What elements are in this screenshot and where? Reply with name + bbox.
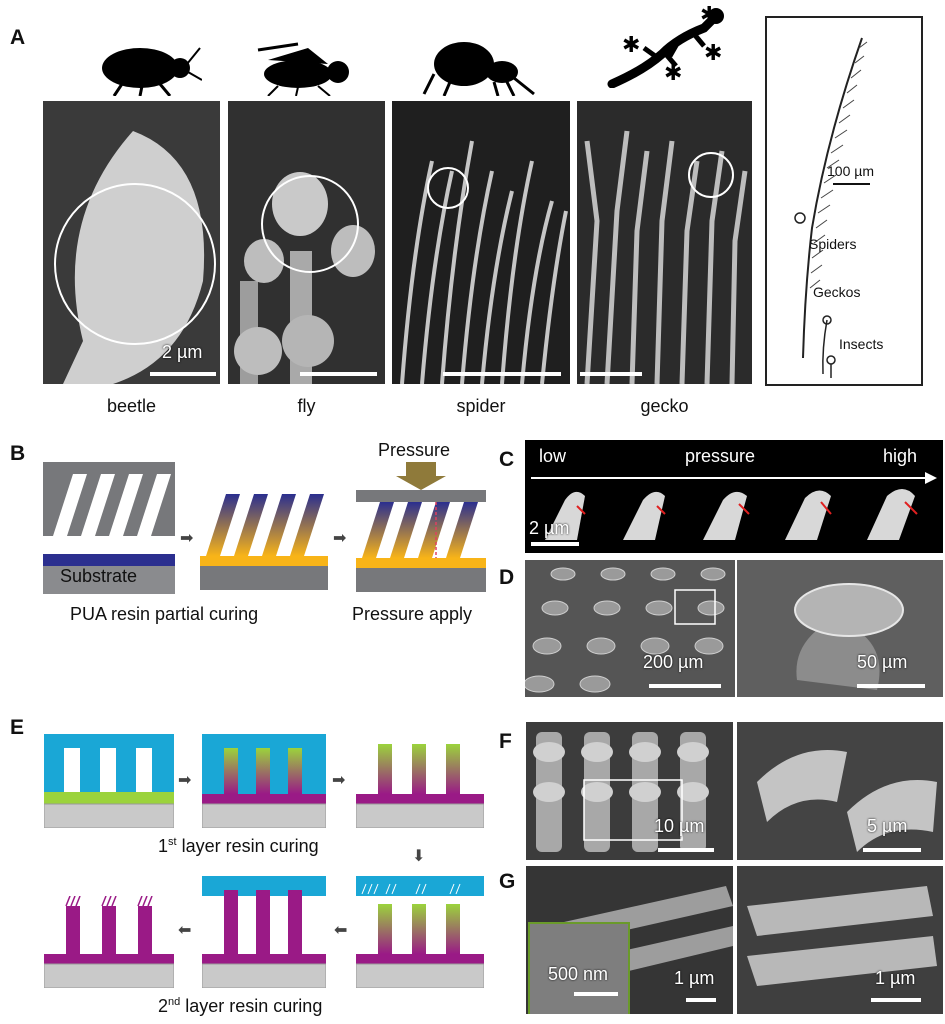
arrow-down-icon: ⬇ [412, 848, 426, 865]
beetle-sem-image [43, 101, 220, 384]
f-left-scale-label: 10 µm [654, 816, 705, 836]
caption-partial-curing: PUA resin partial curing [70, 604, 259, 624]
pressure-series-label: pressure [685, 446, 756, 466]
panel-letter-d: D [499, 566, 515, 589]
hair-diagram-illustration [794, 37, 870, 378]
caption-first-layer: 1st layer resin curing [158, 836, 319, 856]
caption-pressure-apply: Pressure apply [352, 604, 473, 624]
fly-scale-bar [300, 372, 377, 376]
svg-text:✱: ✱ [622, 33, 640, 58]
spider-caption: spider [456, 396, 506, 416]
pressure-label: Pressure [378, 440, 451, 460]
g-overview-sem-image: 500 nm 1 µm [526, 866, 733, 1014]
pressure-applied-schematic [356, 462, 486, 592]
gecko-sem-image [577, 101, 752, 384]
beetle-caption: beetle [106, 396, 157, 416]
panel-letter-c: C [499, 448, 515, 471]
spider-scale-bar [443, 372, 561, 376]
panel-letter-b: B [10, 442, 26, 465]
g-inset-image: 500 nm [528, 922, 630, 1014]
panel-letter-e: E [10, 716, 25, 739]
gecko-caption: gecko [640, 396, 689, 416]
fly-sem-image [228, 101, 385, 384]
hair-diagram-box: 100 µm Spiders Geckos Insects [765, 16, 923, 386]
panel-letter-f: F [499, 730, 512, 753]
e-step4-schematic [356, 876, 484, 988]
f-left-scale-bar [658, 848, 714, 852]
spider-icon [422, 42, 535, 96]
mold-schematic [43, 462, 175, 594]
arrow-right-icon: ➡ [333, 530, 347, 547]
pressure-series-image: low pressure high 2 µm [525, 440, 943, 553]
spider-sem-image [392, 101, 570, 384]
substrate-label: Substrate [60, 566, 138, 586]
beetle-scale-label: 2 µm [162, 342, 203, 362]
g-right-scale-bar [871, 998, 921, 1002]
caption-second-layer: 2nd layer resin curing [158, 996, 323, 1016]
partial-cured-schematic [200, 494, 328, 590]
gecko-scale-bar [580, 372, 642, 376]
fly-icon [257, 42, 349, 96]
svg-text:✱: ✱ [664, 61, 682, 86]
e-step2-schematic [202, 734, 326, 828]
array-scale-bar [649, 684, 721, 688]
label-geckos: Geckos [813, 284, 861, 300]
g-right-scale-label: 1 µm [875, 968, 916, 988]
f-right-scale-bar [863, 848, 921, 852]
gecko-icon: ✱ ✱ ✱ ✱ [607, 4, 724, 88]
hair-scale-label: 100 µm [827, 163, 874, 179]
pressure-scale-label: 2 µm [529, 518, 570, 538]
g-left-scale-bar [686, 998, 716, 1002]
svg-text:✱: ✱ [700, 4, 718, 28]
f-right-scale-label: 5 µm [867, 816, 908, 836]
g-inset-scale-bar [574, 992, 618, 996]
panel-letter-g: G [499, 870, 516, 893]
pressure-arrow-and-pillars [531, 472, 937, 546]
pillar-scale-bar [857, 684, 925, 688]
svg-text:✱: ✱ [704, 41, 722, 66]
g-zoom-sem-image: 1 µm [737, 866, 943, 1014]
g-inset-scale-label: 500 nm [548, 964, 609, 984]
e-step3-schematic [356, 744, 484, 828]
pillar-scale-label: 50 µm [857, 652, 908, 672]
arrow-left-icon: ⬅ [334, 922, 348, 939]
g-left-scale-label: 1 µm [674, 968, 715, 988]
arrow-right-icon: ➡ [178, 772, 192, 789]
label-spiders: Spiders [809, 236, 857, 252]
e-step5-schematic [202, 876, 326, 988]
panel-letter-a: A [10, 26, 26, 49]
f-zoom-sem-image: 5 µm [737, 722, 943, 860]
high-label: high [883, 446, 918, 466]
e-step1-schematic [44, 734, 174, 828]
f-overview-sem-image: 10 µm [526, 722, 733, 860]
low-label: low [539, 446, 567, 466]
arrow-right-icon: ➡ [180, 530, 194, 547]
e-final-schematic [44, 896, 174, 988]
array-scale-label: 200 µm [643, 652, 704, 672]
beetle-icon [102, 47, 202, 96]
beetle-scale-bar [150, 372, 216, 376]
fly-caption: fly [297, 396, 316, 416]
array-sem-image: 200 µm [525, 560, 735, 697]
label-insects: Insects [839, 336, 884, 352]
arrow-left-icon: ⬅ [178, 922, 192, 939]
single-pillar-sem-image: 50 µm [737, 560, 943, 697]
arrow-right-icon: ➡ [332, 772, 346, 789]
